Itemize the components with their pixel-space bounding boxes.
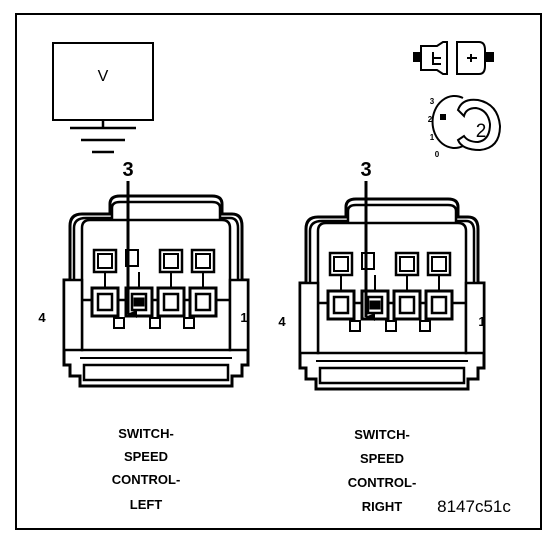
connector-pictogram-icon: [413, 41, 494, 75]
probe-pin-label-left: 3: [122, 159, 133, 181]
selector-knob-icon: [456, 98, 502, 152]
connector-right: 3 4 1 SWITCH- SPEED CONTROL- RIGHT: [278, 159, 485, 514]
selector-switch-icon: 3 2 1 0 2: [428, 95, 502, 159]
caption-left: SWITCH- SPEED CONTROL- LEFT: [112, 426, 181, 512]
connector-left: 3 4 1 SWITCH- SPEED CONTROL- LEFT: [38, 159, 250, 512]
pin-1-label-left: 1: [240, 310, 247, 325]
figure-reference: 8147c51c: [437, 497, 511, 516]
caption-right: SWITCH- SPEED CONTROL- RIGHT: [348, 427, 417, 514]
caption-line: SPEED: [360, 451, 404, 466]
pin-4-label-left: 4: [38, 310, 46, 325]
selector-position-3: 3: [430, 97, 435, 106]
selector-ring-icon: [431, 95, 464, 149]
selector-current-position: 2: [476, 121, 487, 142]
selector-position-2: 2: [428, 115, 433, 124]
caption-line: SWITCH-: [118, 426, 174, 441]
caption-line: CONTROL-: [348, 475, 417, 490]
pin-1-label-right: 1: [478, 314, 485, 329]
figure-frame: [15, 13, 542, 530]
probe-pin-label-right: 3: [360, 159, 371, 181]
ground-symbol: [70, 120, 136, 154]
voltmeter-label: V: [98, 68, 109, 85]
caption-line: RIGHT: [362, 499, 403, 514]
caption-line: CONTROL-: [112, 472, 181, 487]
caption-line: SPEED: [124, 449, 168, 464]
selector-position-1: 1: [430, 133, 435, 142]
caption-line: LEFT: [130, 497, 163, 512]
selector-position-0: 0: [435, 150, 440, 159]
pin-4-label-right: 4: [278, 314, 286, 329]
caption-line: SWITCH-: [354, 427, 410, 442]
voltmeter: V: [52, 42, 154, 154]
